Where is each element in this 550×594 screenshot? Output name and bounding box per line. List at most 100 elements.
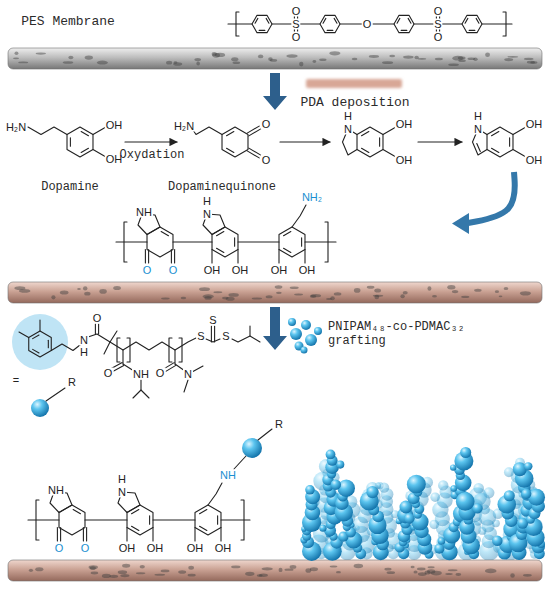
double-bond [509,138,510,146]
membrane-pore [91,572,98,575]
membrane-pore [102,574,111,578]
double-bond [161,232,168,236]
double-bond [492,148,499,152]
membrane-pore [527,61,535,64]
atom-label: OH [395,155,414,166]
double-bond [255,18,258,23]
membrane-pore [520,291,531,295]
membrane-pore [294,293,303,295]
atom-label: OH [298,265,317,276]
step-label: Oxydation [120,149,185,162]
polymer-sphere [301,320,311,330]
atom-label: O [261,119,272,130]
membrane-pore [99,289,106,294]
membrane-pore [228,293,238,297]
membrane-pore [319,58,326,61]
membrane-pore [286,54,297,58]
atom-label: OH [214,543,233,554]
atom-label: O [362,19,373,30]
polymer-sphere [242,438,262,458]
polymer-sphere [301,347,308,354]
chemical-bond [482,23,512,24]
atom-label: O [155,368,166,379]
chemical-bond [110,331,117,342]
atom-label: H [202,196,212,207]
step-label: PDA deposition [300,96,409,110]
membrane-pore [354,564,363,568]
membrane-pore [352,58,358,61]
membrane-pore [120,574,129,577]
polymer-sphere [314,327,322,335]
double-bond [301,238,302,246]
membrane-pore [113,286,121,290]
double-bond [217,516,218,524]
chemical-bond [51,344,80,351]
polymer-sphere [438,480,448,490]
ring-bond [59,505,85,535]
membrane-pore [231,566,240,569]
polymer-sphere [521,489,531,499]
membrane-bar [8,560,542,581]
chemical-bond [238,241,279,242]
chemical-bond [221,519,250,520]
chemical-bond [292,205,306,227]
compound-name: Dopaminequinone [168,181,276,194]
ring-bond [462,15,482,32]
chemical-bond [234,456,246,469]
membrane-bar [8,282,542,303]
atom-label: S [208,315,217,326]
equals-sign: = [12,375,20,386]
double-bond [148,250,149,264]
double-bond [149,516,150,524]
membrane-pore [140,565,145,568]
chemical-bond [232,336,260,342]
membrane-pore [188,566,194,570]
atom-label: OH [105,120,124,131]
bracket [169,338,172,362]
atom-label: O [433,32,444,43]
membrane-label: PES Membrane [21,15,115,29]
ring-bond [394,15,414,32]
chemical-bond [39,320,40,331]
double-bond [73,510,80,514]
chemical-bond [19,332,29,338]
double-bond [86,528,87,542]
membrane-pore [499,295,503,297]
chemical-bond [272,23,292,24]
polymer-sphere [319,525,326,532]
membrane-pore [178,570,186,574]
atom-label: O [261,155,272,166]
membrane-pore [382,61,393,64]
membrane-pore [290,286,299,289]
membrane-pore [166,61,172,65]
chemical-bond [278,250,279,264]
membrane-pore [448,569,458,571]
chemical-bond [220,528,221,542]
chemical-bond [442,23,462,24]
membrane-pore [461,296,469,298]
atom-label: OH [395,119,414,130]
chemical-bond [194,528,195,542]
atom-label: OH [525,155,544,166]
membrane-pore [523,574,532,577]
catechol-highlight [12,314,68,370]
atom-label: OH [118,543,137,554]
membrane-pore [89,565,98,569]
reaction-arrow [280,141,330,142]
membrane-pore [403,291,408,294]
group-symbol: R [274,419,284,430]
double-bond [397,18,400,23]
membrane-pore [384,568,391,571]
polymer-sphere [407,475,426,494]
double-bond [323,18,326,23]
chemical-bond [305,241,336,242]
polymer-sphere [430,492,440,502]
atom-label: N [183,369,193,380]
chemical-bond [104,342,110,354]
double-bond [362,132,369,136]
membrane-pore [199,287,210,291]
membrane-pore [257,574,263,577]
double-bond [57,528,58,542]
atom-label: S [221,331,230,342]
chemical-bond [153,519,195,520]
